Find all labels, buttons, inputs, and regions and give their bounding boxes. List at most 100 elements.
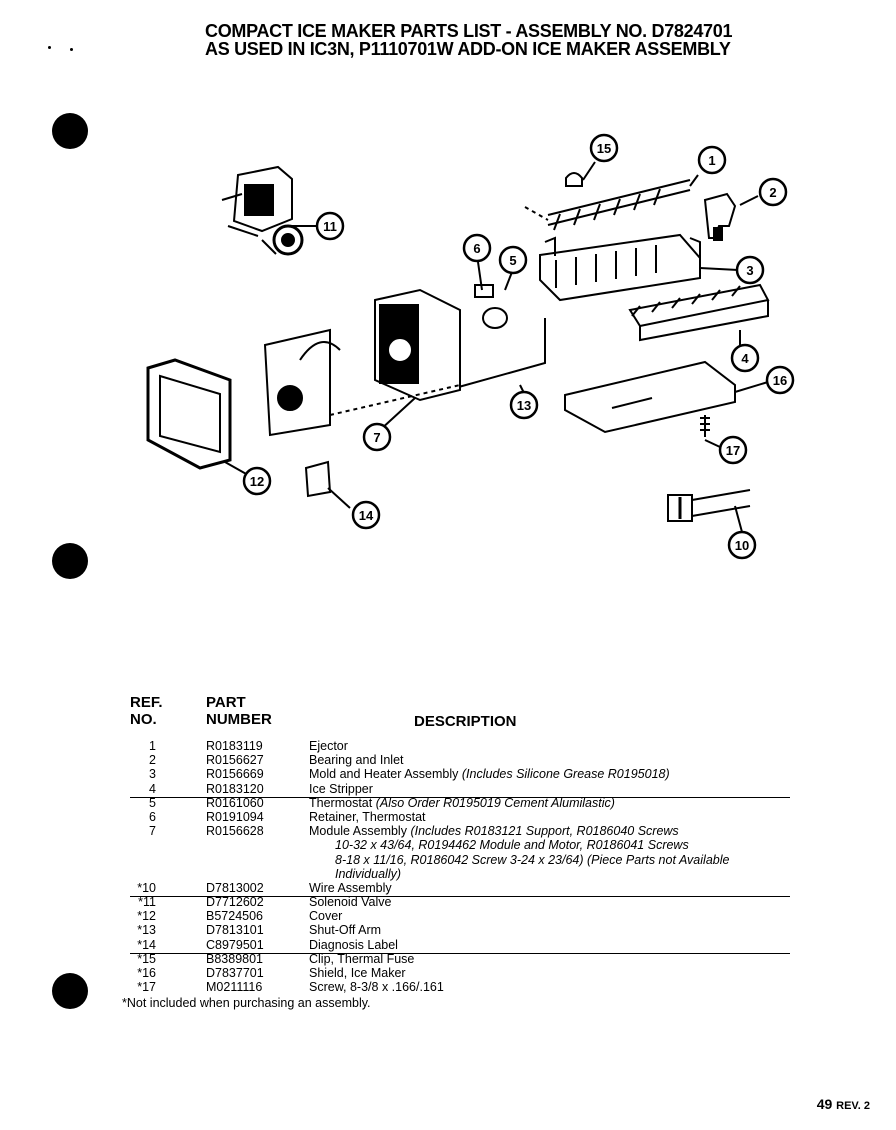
- part-number-cell: C8979501: [206, 937, 264, 952]
- ref-cell: *17: [137, 980, 156, 995]
- callout-7: 7: [362, 422, 392, 452]
- ref-no-header: REF. NO.: [130, 694, 163, 728]
- description-cell: Ice Stripper: [309, 782, 373, 796]
- title-line-2: AS USED IN IC3N, P1110701W ADD-ON ICE MA…: [205, 39, 731, 59]
- thermal-fuse-clip-drawing: [565, 172, 583, 187]
- ref-cell: 5: [149, 795, 156, 810]
- part-number-cell: R0161060: [206, 795, 264, 810]
- description-continuation: 8-18 x 11/16, R0186042 Screw 3-24 x 23/6…: [335, 852, 730, 867]
- part-number-cell: R0183120: [206, 781, 264, 796]
- description-text: Retainer, Thermostat: [309, 809, 426, 824]
- part-number-cell: M0211116: [206, 980, 263, 995]
- revision: REV. 2: [836, 1100, 870, 1112]
- part-number-cell: D7813002: [206, 880, 264, 895]
- description-cell: Screw, 8-3/8 x .166/.161: [309, 980, 444, 994]
- part-number-cell: D7813101: [206, 923, 264, 938]
- part-number-cell: R0156628: [206, 824, 264, 839]
- cover-drawing: [146, 358, 232, 470]
- description-text: Ejector: [309, 739, 348, 753]
- shut-off-arm-drawing: [454, 318, 546, 390]
- thermostat-retainer-drawing: [474, 284, 494, 298]
- part-number-cell: B5724506: [206, 909, 264, 924]
- page-number: 49 REV. 2: [817, 1096, 870, 1112]
- part-number-cell: D7712602: [206, 895, 264, 910]
- callout-number: 6: [473, 241, 480, 256]
- ref-cell: 1: [149, 739, 156, 753]
- description-cell: Cover: [309, 909, 342, 923]
- callout-14: 14: [351, 500, 381, 530]
- callout-11: 11: [315, 211, 345, 241]
- description-cell: Ejector: [309, 739, 348, 753]
- table-row: *14 C8979501 Diagnosis Label: [120, 938, 820, 952]
- description-cell: Solenoid Valve: [309, 895, 391, 909]
- callout-16: 16: [765, 365, 795, 395]
- table-row: *17 M0211116 Screw, 8-3/8 x .166/.161: [120, 980, 820, 994]
- description-continuation: Individually): [335, 866, 402, 881]
- description-note: (Also Order R0195019 Cement Alumilastic): [375, 795, 615, 810]
- ice-maker-shield-drawing: [564, 360, 736, 434]
- part-header-line-2: NUMBER: [206, 711, 272, 728]
- page-title: COMPACT ICE MAKER PARTS LIST - ASSEMBLY …: [205, 22, 805, 58]
- callout-3: 3: [735, 255, 765, 285]
- description-cell: Clip, Thermal Fuse: [309, 952, 414, 966]
- callout-15: 15: [589, 133, 619, 163]
- callout-6: 6: [462, 233, 492, 263]
- callout-number: 4: [741, 351, 749, 366]
- table-divider: [130, 797, 790, 798]
- description-cell: Shut-Off Arm: [309, 923, 381, 937]
- description-text: Screw, 8-3/8 x .166/.161: [309, 980, 444, 995]
- description-text: Diagnosis Label: [309, 937, 398, 952]
- scan-speck: [48, 46, 51, 49]
- diagnosis-label-drawing: [304, 460, 332, 498]
- description-cell: Shield, Ice Maker: [309, 966, 406, 980]
- description-cell: Bearing and Inlet: [309, 753, 404, 767]
- ref-cell: *10: [137, 880, 156, 895]
- description-text: Shield, Ice Maker: [309, 966, 406, 980]
- page-number-value: 49: [816, 1096, 833, 1112]
- ice-stripper-drawing: [628, 283, 770, 342]
- description-text: Ice Stripper: [309, 781, 373, 796]
- callout-2: 2: [758, 177, 788, 207]
- description-text: Thermostat: [309, 795, 373, 810]
- table-divider: [130, 953, 790, 954]
- description-cell: Module Assembly (Includes R0183121 Suppo…: [309, 824, 679, 838]
- description-text: Cover: [309, 909, 343, 924]
- part-number-cell: R0156669: [206, 767, 264, 782]
- ref-header-line-1: REF.: [130, 694, 163, 711]
- callout-number: 14: [359, 508, 374, 523]
- callout-number: 13: [517, 398, 531, 413]
- footnote: *Not included when purchasing an assembl…: [122, 996, 371, 1010]
- callout-number: 17: [726, 443, 740, 458]
- callout-number: 5: [509, 253, 516, 268]
- solenoid-valve-drawing: [221, 165, 304, 256]
- callout-number: 1: [708, 153, 715, 168]
- description-text: Module Assembly: [309, 824, 407, 839]
- part-number-cell: B8389801: [206, 951, 264, 966]
- ref-cell: *11: [138, 895, 156, 910]
- ref-cell: 2: [149, 753, 156, 768]
- part-number-cell: R0183119: [206, 739, 263, 753]
- ref-cell: *15: [137, 951, 156, 966]
- part-number-cell: D7837701: [206, 966, 264, 980]
- module-assembly-drawing: [263, 288, 461, 437]
- callout-number: 16: [773, 373, 787, 388]
- ref-cell: 7: [149, 824, 156, 839]
- ref-cell: 3: [149, 767, 156, 782]
- callout-12: 12: [242, 466, 272, 496]
- part-number-cell: R0191094: [206, 809, 264, 824]
- ref-cell: *14: [137, 937, 156, 952]
- description-note: (Includes R0183121 Support, R0186040 Scr…: [410, 824, 679, 839]
- table-row: *11 D7712602 Solenoid Valve: [120, 895, 820, 909]
- callout-number: 2: [769, 185, 776, 200]
- table-row: *15 B8389801 Clip, Thermal Fuse: [120, 952, 820, 966]
- description-text: Clip, Thermal Fuse: [309, 951, 415, 966]
- bearing-inlet-drawing: [703, 192, 737, 239]
